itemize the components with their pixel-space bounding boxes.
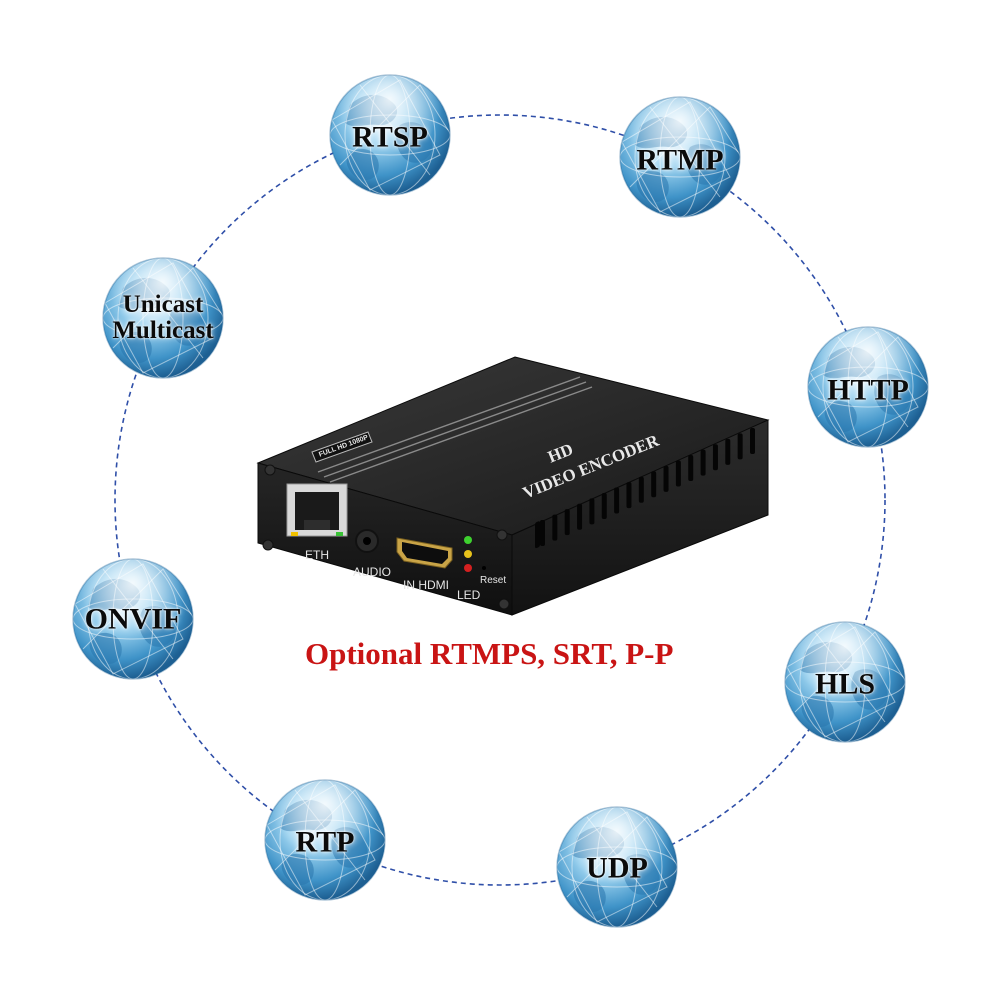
port-label-reset: Reset: [480, 575, 507, 586]
vent-slot: [750, 428, 755, 454]
globe-label-rtmp: RTMP: [636, 143, 724, 177]
port-label-led: LED: [457, 588, 481, 602]
vent-slot: [737, 433, 743, 460]
port-label-audio: AUDIO: [353, 565, 392, 579]
port-label-hdmi: IN HDMI: [403, 578, 449, 592]
vent-slot: [651, 471, 657, 498]
vent-slot: [540, 520, 545, 546]
globe-label-onvif: ONVIF: [84, 602, 182, 636]
vent-slot: [552, 514, 558, 541]
vent-slot: [626, 482, 632, 509]
vent-slot: [663, 465, 669, 492]
headline-text: Optional RTMPS, SRT, P-P: [305, 636, 674, 671]
video-encoder-device: [256, 356, 770, 616]
port-label-eth: ETH: [305, 548, 329, 562]
hdmi-port-icon: [396, 537, 453, 569]
vent-slot: [688, 455, 694, 482]
globe-label-udp: UDP: [586, 851, 648, 885]
vent-slot: [712, 444, 718, 471]
dashed-ring: [114, 114, 886, 886]
led-indicator-icon: [464, 536, 486, 572]
globe-label-http: HTTP: [827, 373, 909, 407]
vent-slots: [535, 521, 540, 549]
ethernet-port-icon: [286, 483, 348, 537]
vent-slot: [614, 487, 620, 514]
vent-slot: [675, 460, 681, 487]
vent-slot: [577, 503, 583, 530]
vent-slot: [564, 509, 570, 536]
vent-slot: [589, 498, 595, 525]
vent-slot: [601, 492, 607, 519]
globe-label-rtsp: RTSP: [352, 120, 428, 154]
vent-slot: [700, 449, 706, 476]
audio-jack-icon: [355, 529, 379, 553]
vent-slot: [638, 476, 644, 503]
globe-label-rtp: RTP: [295, 825, 355, 859]
globe-label-hls: HLS: [814, 667, 876, 701]
full-hd-badge: [311, 431, 373, 463]
vent-slot: [725, 438, 731, 465]
